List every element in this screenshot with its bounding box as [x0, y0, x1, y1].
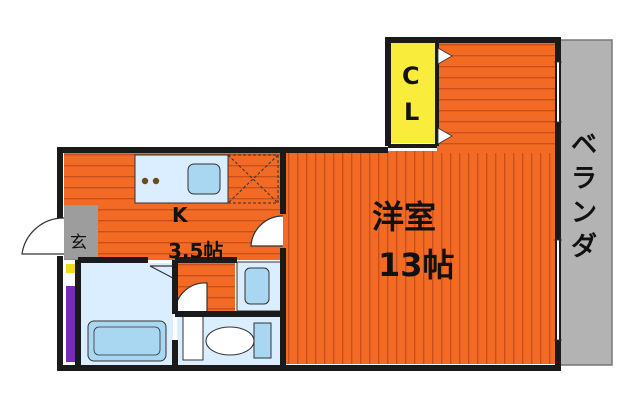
- toilet-bowl: [205, 326, 255, 356]
- closet-area: [390, 43, 437, 143]
- fridge-space: [227, 154, 279, 204]
- yellow-marker: [66, 264, 75, 273]
- laundry-drain: [244, 267, 270, 305]
- veranda-char: ラ: [570, 164, 597, 194]
- bathtub-inner: [93, 326, 161, 356]
- kitchen-door-swing: [250, 215, 284, 247]
- veranda-label: ベ ラ ン ダ: [564, 128, 604, 264]
- veranda-char: ベ: [570, 130, 597, 160]
- toilet-tank: [253, 322, 272, 359]
- closet-label-c: C: [402, 62, 420, 90]
- fridge-cross-2: [227, 154, 279, 204]
- entrance-label: 玄: [70, 233, 87, 253]
- veranda-char: ン: [570, 198, 597, 228]
- kitchen-label: K: [172, 203, 188, 227]
- entrance-tile: [64, 205, 98, 259]
- window-frames: [554, 61, 562, 341]
- veranda-char: ダ: [570, 232, 597, 262]
- closet-label-l: L: [404, 98, 420, 126]
- kitchen-area: 3.5帖: [168, 239, 224, 263]
- bathtub: [87, 320, 167, 362]
- closet-door-upper: [437, 47, 453, 65]
- bath-door-swing: [149, 265, 174, 279]
- stove-burner-left: [141, 177, 149, 185]
- western-room-area: 13帖: [378, 246, 455, 284]
- kitchen-sink: [187, 163, 221, 195]
- western-room-floor: [283, 151, 555, 364]
- entrance-door-swing: [21, 217, 65, 255]
- veranda-area: [557, 39, 613, 366]
- closet-door-lower: [437, 127, 453, 145]
- western-room-label: 洋室: [372, 198, 437, 236]
- upper-floor-area: [437, 43, 555, 153]
- walls: [57, 37, 561, 371]
- stove-burner-right: [152, 177, 160, 185]
- closet-walls: [388, 40, 439, 148]
- purple-bar: [66, 286, 75, 362]
- fridge-cross-1: [227, 154, 279, 204]
- wash-basin: [182, 315, 204, 361]
